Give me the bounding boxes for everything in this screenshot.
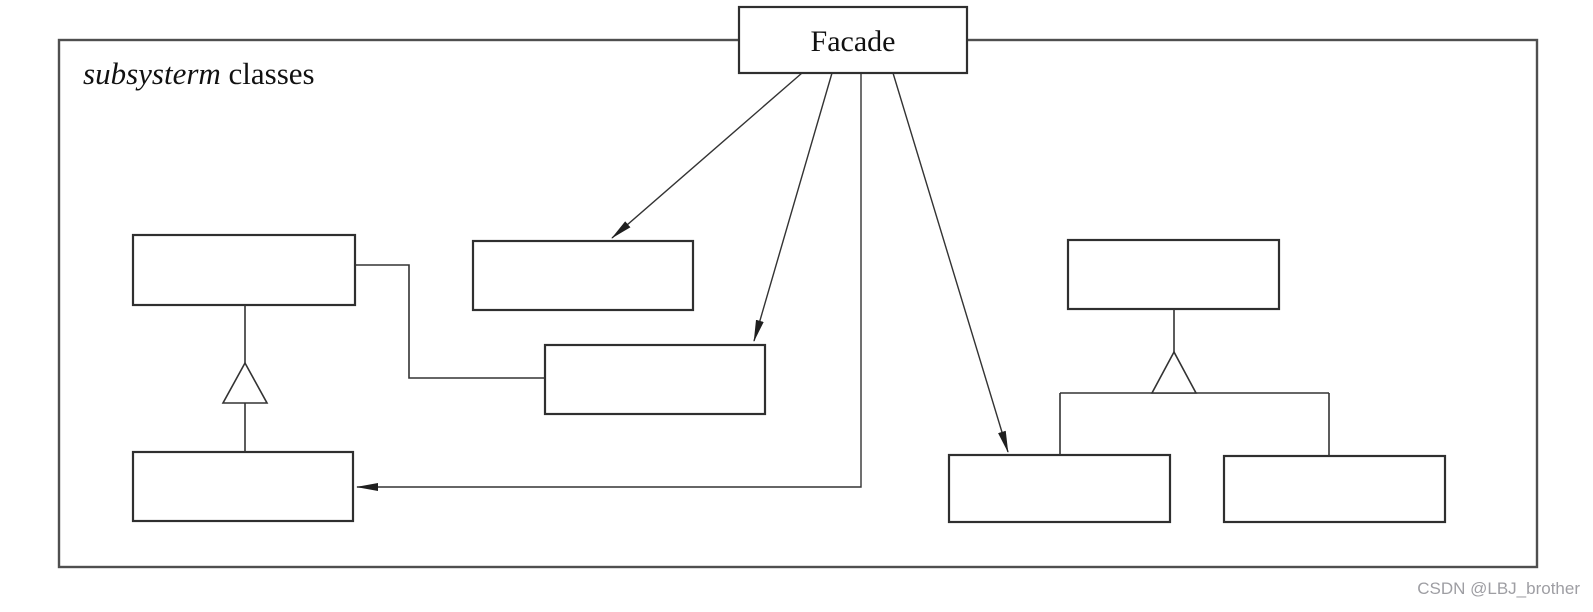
facade-to-right-child-1-arrow xyxy=(892,72,1009,453)
facade-class-label: Facade xyxy=(811,25,896,58)
facade-to-middle-b-arrow xyxy=(753,72,833,342)
middle-class-a-box xyxy=(471,239,695,312)
left-child-class-box xyxy=(131,450,355,523)
facade-to-left-child-arrow xyxy=(356,73,862,491)
right-child-class-2-box xyxy=(1222,454,1447,524)
middle-class-b-box xyxy=(543,343,767,416)
right-parent-class-box xyxy=(1066,238,1281,311)
right-child-class-1-box xyxy=(947,453,1172,524)
subsystem-boundary-label: subsysterm classes xyxy=(83,56,315,91)
facade-dependency-arrows xyxy=(356,72,1009,491)
facade-to-middle-a-arrow xyxy=(611,72,803,239)
left-parent-to-middle-b-association xyxy=(355,264,545,379)
subsystem-boundary-label-regular: classes xyxy=(221,56,315,91)
watermark-text: CSDN @LBJ_brother xyxy=(1417,579,1580,598)
facade-class-box xyxy=(737,5,969,75)
left-parent-class-box xyxy=(131,233,357,307)
right-inheritance-connector xyxy=(1059,309,1330,456)
right-inheritance-triangle-icon xyxy=(1150,350,1198,394)
left-inheritance-connector xyxy=(221,305,269,452)
subsystem-boundary-label-italic: subsysterm xyxy=(83,56,221,91)
left-inheritance-triangle-icon xyxy=(221,361,269,404)
